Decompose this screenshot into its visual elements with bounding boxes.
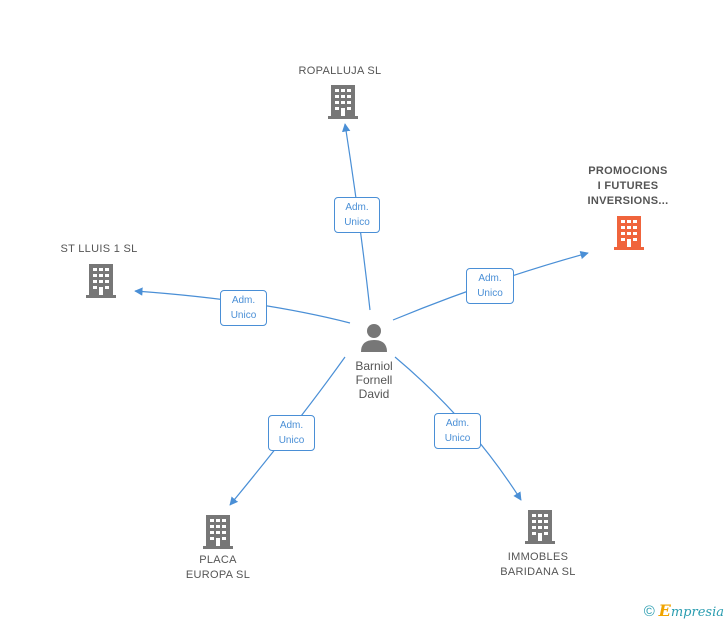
person-name-label[interactable]: Barniol Fornell David [355, 359, 393, 401]
footer-brand: © Empresia [644, 601, 724, 620]
relation-box-ropalluja[interactable]: Adm. Unico [334, 197, 380, 233]
company-label-stlluis[interactable]: ST LLUIS 1 SL [60, 243, 138, 255]
relation-box-placa[interactable]: Adm. Unico [268, 415, 315, 451]
building-icon-ropalluja[interactable] [328, 85, 358, 119]
relation-box-promocions[interactable]: Adm. Unico [466, 268, 514, 304]
person-icon[interactable] [360, 322, 388, 352]
company-label-placa[interactable]: PLACA EUROPA SL [185, 554, 251, 581]
building-icon-promocions[interactable] [614, 216, 644, 250]
brand-logo-text: mpresia [670, 605, 724, 620]
copyright-icon: © [643, 603, 655, 620]
company-label-ropalluja[interactable]: ROPALLUJA SL [298, 65, 382, 77]
company-label-promocions[interactable]: PROMOCIONS I FUTURES INVERSIONS... [587, 165, 669, 207]
company-label-immobles[interactable]: IMMOBLES BARIDANA SL [500, 551, 576, 578]
building-icon-immobles[interactable] [525, 510, 555, 544]
building-icon-placa[interactable] [203, 515, 233, 549]
relation-box-stlluis[interactable]: Adm. Unico [220, 290, 267, 326]
brand-logo-initial: E [658, 601, 671, 620]
relation-box-immobles[interactable]: Adm. Unico [434, 413, 481, 449]
building-icon-stlluis[interactable] [86, 264, 116, 298]
